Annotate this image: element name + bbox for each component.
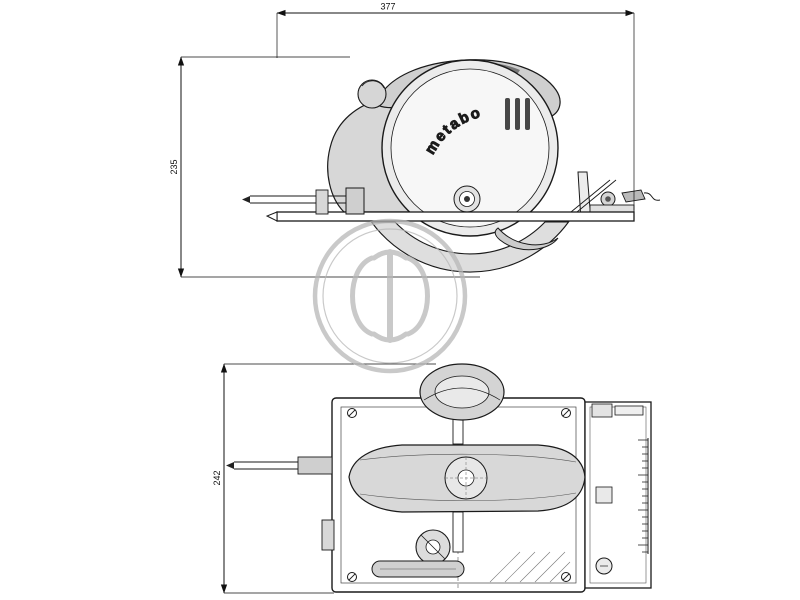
depth-scale-ticks <box>638 439 648 553</box>
motor-body-top <box>348 444 586 513</box>
dim-label-height: 235 <box>169 159 179 174</box>
dome-knob <box>419 363 505 421</box>
rip-fence-rod-top <box>226 456 333 475</box>
cord-boot <box>621 189 646 203</box>
base-plate <box>276 211 635 222</box>
front-knob <box>357 79 387 109</box>
guard-lever <box>494 227 559 251</box>
front-knob-detail <box>361 80 385 89</box>
dim-label-length: 377 <box>380 2 395 12</box>
dimension-overall-width: 242 <box>212 363 436 594</box>
hatch-detail <box>489 551 571 583</box>
top-view <box>226 363 652 593</box>
dim-label-width: 242 <box>212 470 222 485</box>
bevel-knob <box>415 529 451 565</box>
blade-slot-rear <box>452 511 464 553</box>
dimension-overall-length: 377 <box>276 2 635 210</box>
watermark-emblem <box>350 249 430 343</box>
arbor-bolt <box>453 185 481 213</box>
clamp-lever <box>371 560 465 578</box>
rip-fence-rod <box>242 187 365 215</box>
lower-guard <box>370 221 570 273</box>
left-clamp-tab <box>321 519 335 551</box>
vent-slots <box>505 98 530 130</box>
watermark-inner-ring <box>322 228 458 364</box>
power-cord <box>643 192 661 201</box>
watermark-outer-ring <box>312 218 468 374</box>
motor-block-right <box>584 401 652 589</box>
watermark <box>312 218 468 374</box>
base-front-bevel <box>265 211 278 222</box>
side-view: metabo <box>242 59 661 273</box>
dimension-overall-height: 235 <box>169 56 480 278</box>
plate-screws <box>347 408 571 582</box>
